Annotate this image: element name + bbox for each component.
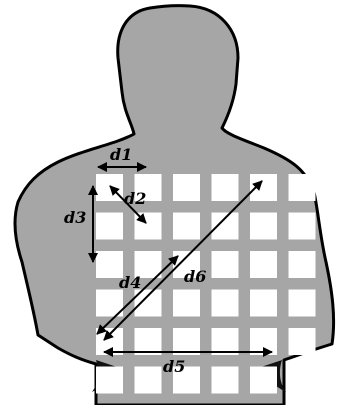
electrode-r2-c5: [250, 213, 277, 240]
electrode-r4-c4: [212, 290, 239, 317]
electrode-r4-c3: [173, 290, 200, 317]
electrode-r6-c5: [250, 367, 277, 394]
electrode-r1-c4: [212, 174, 239, 201]
electrode-r6-c4: [212, 367, 239, 394]
electrode-r5-c3: [173, 328, 200, 355]
electrode-r1-c3: [173, 174, 200, 201]
electrode-r1-c1: [96, 174, 123, 201]
label-d6: d6: [184, 267, 206, 286]
electrode-r3-c6: [289, 251, 316, 278]
electrode-r2-c6: [289, 213, 316, 240]
electrode-r1-c5: [250, 174, 277, 201]
electrode-r5-c5: [250, 328, 277, 355]
electrode-r6-c2: [135, 367, 162, 394]
label-d4: d4: [119, 273, 141, 292]
label-d2: d2: [124, 189, 146, 208]
electrode-r6-c6: [289, 367, 316, 394]
electrode-r1-c6: [289, 174, 316, 201]
electrode-r3-c5: [250, 251, 277, 278]
electrode-r4-c5: [250, 290, 277, 317]
electrode-r4-c6: [289, 290, 316, 317]
electrode-r6-c1: [96, 367, 123, 394]
electrode-r3-c4: [212, 251, 239, 278]
electrode-r2-c4: [212, 213, 239, 240]
electrode-r2-c1: [96, 213, 123, 240]
electrode-r5-c6: [289, 328, 316, 355]
label-d5: d5: [163, 357, 185, 376]
label-d1: d1: [110, 145, 132, 164]
electrode-r2-c3: [173, 213, 200, 240]
electrode-r5-c2: [135, 328, 162, 355]
label-d3: d3: [64, 208, 86, 227]
electrode-r5-c4: [212, 328, 239, 355]
